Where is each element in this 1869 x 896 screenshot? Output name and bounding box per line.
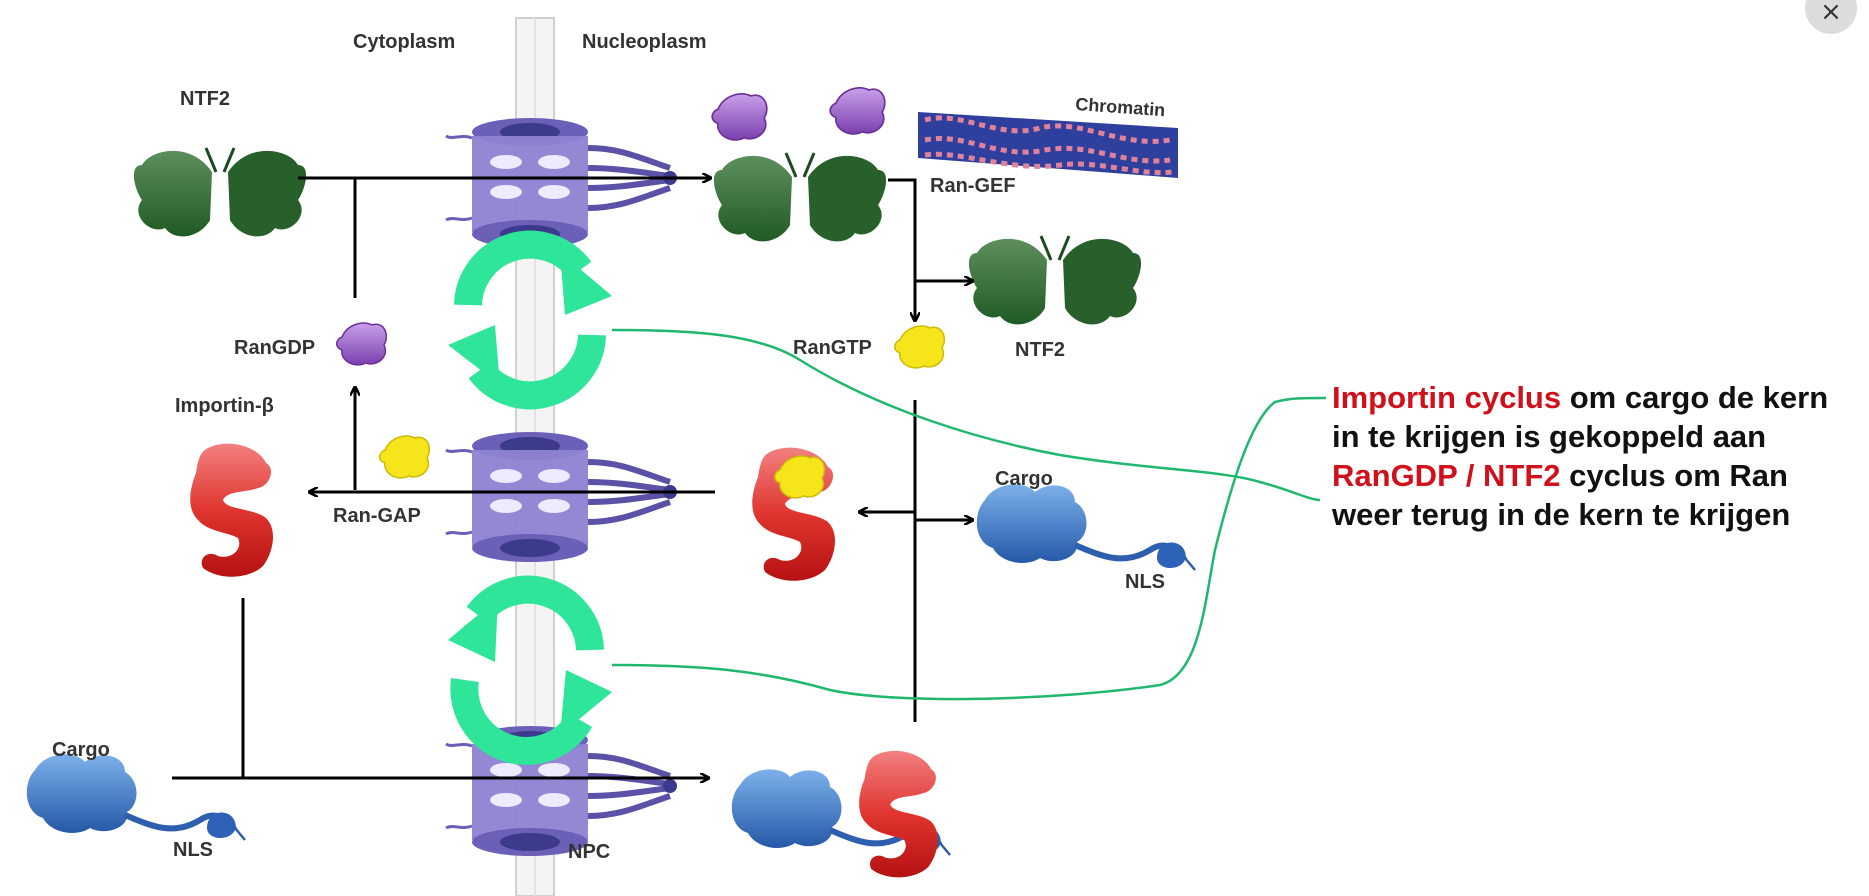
- nuclear-pore-complex-icon: [446, 432, 677, 562]
- close-icon: ×: [1820, 0, 1842, 27]
- chromatin-label: Chromatin: [1075, 94, 1166, 120]
- nls-left-label: NLS: [173, 839, 213, 861]
- cargo-left-label: Cargo: [52, 739, 110, 761]
- cytoplasm-label: Cytoplasm: [353, 31, 455, 53]
- ran-gtp-icon: [378, 435, 431, 479]
- chromatin-fiber-icon: [918, 112, 1178, 178]
- importin-beta-icon: [190, 443, 274, 577]
- ran-gdp-icon: [335, 322, 388, 366]
- annotation-text-part: cyclus om Ran weer terug in de kern te k…: [1332, 458, 1791, 532]
- ran-gdp-icon: [829, 87, 886, 135]
- nuclear-pore-complex-icon: [446, 118, 677, 248]
- cycle-arrows-icon: [448, 230, 612, 410]
- importin-cycle-highlight: Importin cyclus: [1332, 380, 1562, 415]
- npc-label: NPC: [568, 841, 610, 863]
- cargo-protein-icon: [977, 484, 1195, 570]
- ran-gtp-icon: [893, 325, 946, 369]
- pathway-arrows: [172, 178, 972, 778]
- cycle-arrows-icon: [448, 575, 612, 765]
- cargo-right-label: Cargo: [995, 468, 1053, 490]
- annotation-text-part: om cargo de kern in te krijgen is gekopp…: [1332, 380, 1829, 454]
- ran-gtp-label: RanGTP: [793, 337, 872, 359]
- importin-beta-label: Importin-β: [175, 395, 274, 417]
- ntf2-label: NTF2: [180, 88, 230, 110]
- annotation-connector: [611, 328, 1327, 701]
- rangdp-ntf2-highlight: RanGDP / NTF2: [1332, 458, 1561, 493]
- ntf2-dimer-icon: [967, 234, 1143, 326]
- annotation-text: Importin cyclus om cargo de kern in te k…: [1332, 378, 1862, 534]
- ran-gef-label: Ran-GEF: [930, 175, 1016, 197]
- ntf2-dimer-icon: [712, 151, 888, 243]
- ntf2-right-label: NTF2: [1015, 339, 1065, 361]
- ran-gap-label: Ran-GAP: [333, 505, 421, 527]
- ntf2-dimer-icon: [132, 146, 308, 238]
- nls-right-label: NLS: [1125, 571, 1165, 593]
- ran-gdp-label: RanGDP: [234, 337, 315, 359]
- cargo-protein-icon: [27, 754, 245, 840]
- importin-beta-icon: [859, 750, 938, 878]
- nucleoplasm-label: Nucleoplasm: [582, 31, 706, 53]
- ran-gdp-icon: [711, 93, 768, 141]
